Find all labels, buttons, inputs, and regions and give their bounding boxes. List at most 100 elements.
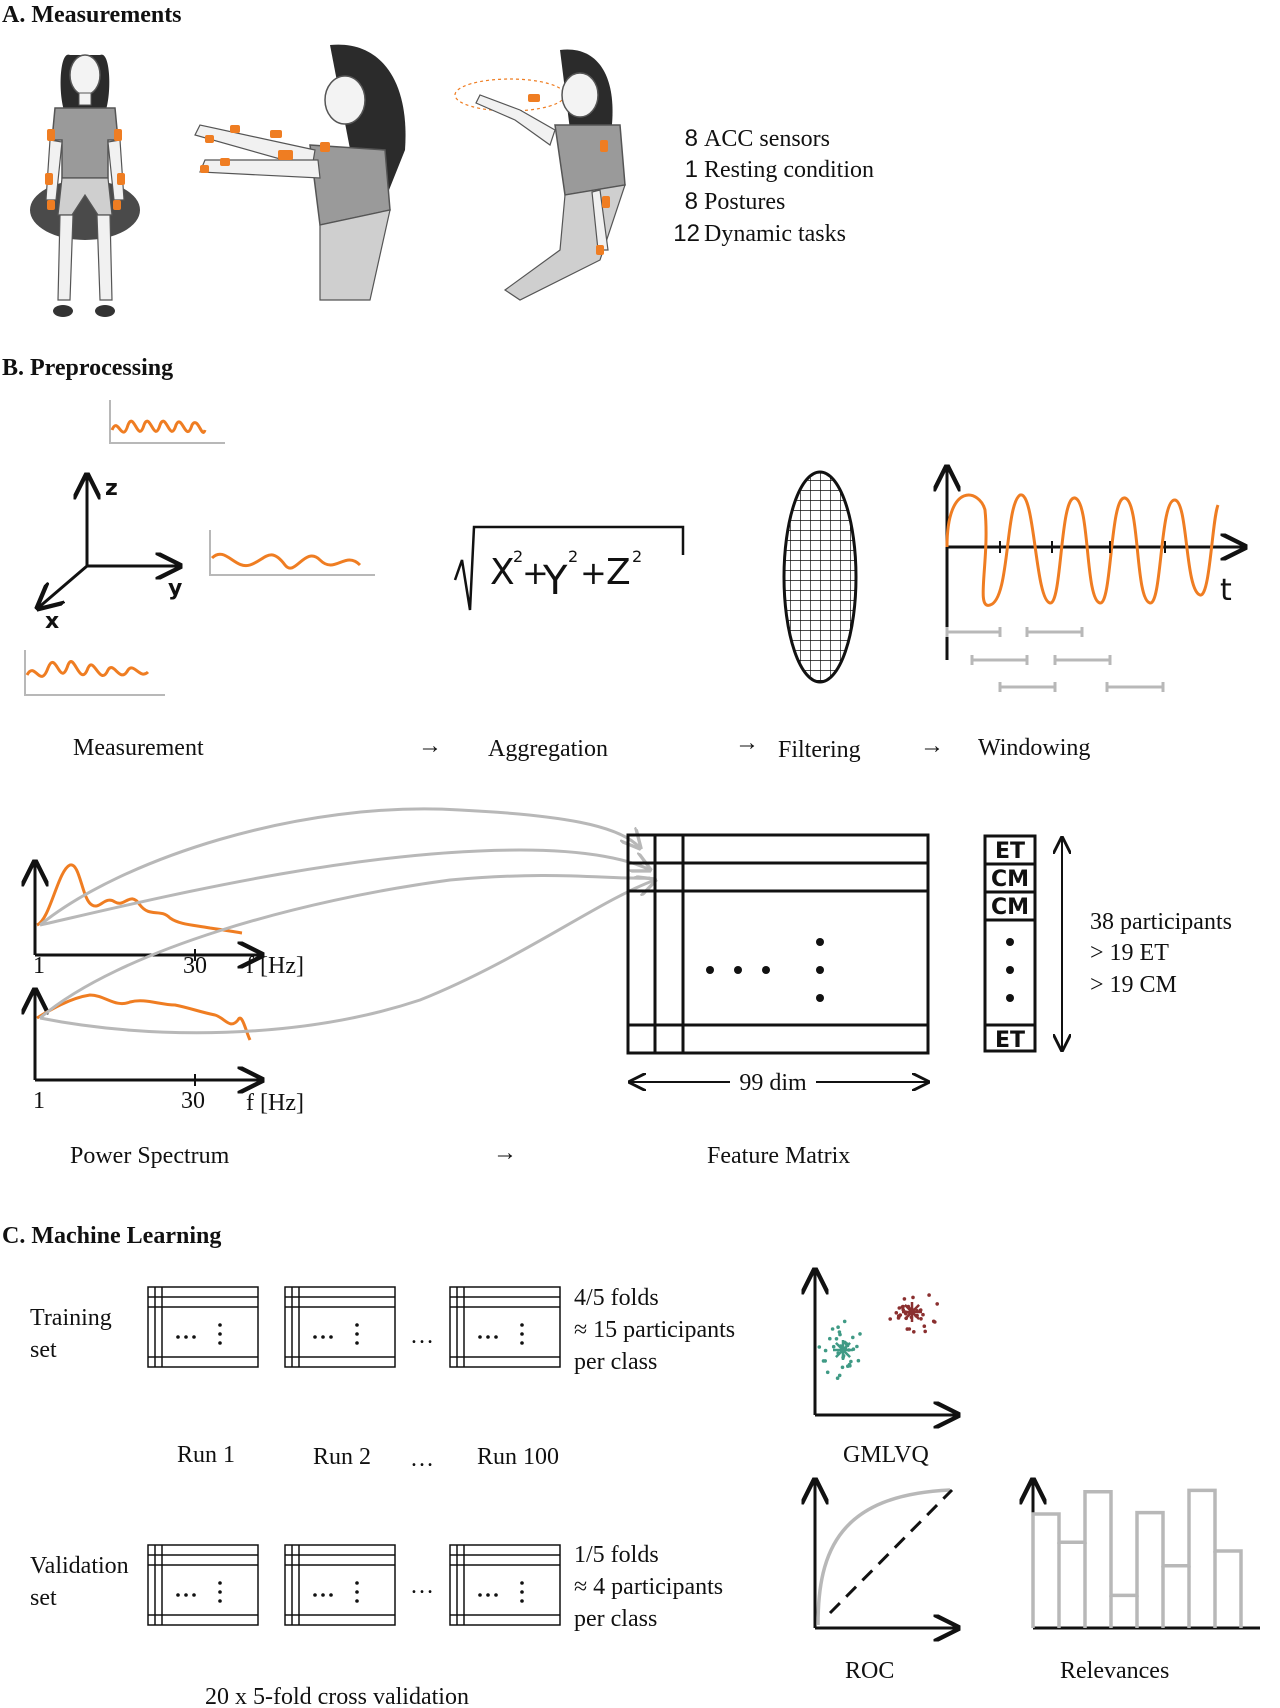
relevance-bars-outline xyxy=(1031,1488,1243,1628)
measurement-counts: 8 ACC sensors 1 Resting condition 8 Post… xyxy=(673,125,874,247)
class-labels-column xyxy=(983,834,1037,1053)
step-arrow-2: → xyxy=(735,730,759,756)
scatter-point-et xyxy=(846,1364,850,1368)
z-signal-mini-plot xyxy=(109,400,225,444)
power-spectrum-caption: Power Spectrum xyxy=(70,1143,230,1169)
count-postures-num: 8 xyxy=(685,188,698,215)
scatter-point-et xyxy=(837,1373,842,1378)
class-label-2: CM xyxy=(991,867,1029,892)
scatter-point-cm xyxy=(902,1297,907,1301)
scatter-point-et xyxy=(835,1376,840,1380)
aggregation-formula: X 2 + Y 2 + Z 2 xyxy=(453,525,685,611)
axis-y-label: y xyxy=(168,576,182,601)
formula-plus1: + xyxy=(522,554,549,592)
training-matrices xyxy=(147,1286,561,1368)
section-c-heading: C. Machine Learning xyxy=(2,1223,221,1249)
training-ellipsis: … xyxy=(410,1323,434,1349)
scatter-point-cm xyxy=(922,1324,927,1328)
run-label-ellipsis: … xyxy=(410,1446,434,1472)
formula-x-sup: 2 xyxy=(513,547,523,566)
training-matrix-2 xyxy=(284,1286,396,1368)
scatter-point-cm xyxy=(927,1293,931,1297)
scatter-point-et xyxy=(858,1332,862,1336)
scatter-point-cm xyxy=(907,1327,912,1331)
spectrum1-tick-1: 1 xyxy=(33,953,45,979)
formula-y: Y xyxy=(542,558,568,604)
feature-matrix-caption: Feature Matrix xyxy=(707,1143,850,1169)
axis-x-label: x xyxy=(45,609,59,634)
step-arrow-1: → xyxy=(418,733,442,759)
validation-info-line1: 1/5 folds xyxy=(574,1542,659,1568)
person-arms-extended-illustration xyxy=(194,44,406,301)
power-spectrum-plot-2 xyxy=(35,990,262,1086)
scatter-point-cm xyxy=(921,1312,925,1317)
scatter-point-cm xyxy=(911,1295,915,1300)
scatter-point-cm xyxy=(933,1320,937,1324)
training-label-line1: Training xyxy=(30,1305,112,1331)
validation-label-line2: set xyxy=(30,1585,57,1611)
formula-z: Z xyxy=(606,552,631,593)
spectrum-to-matrix-connectors xyxy=(39,807,655,1035)
scatter-point-cm xyxy=(901,1308,905,1312)
scatter-point-et xyxy=(834,1337,839,1341)
axis-z-label: z xyxy=(105,476,118,501)
dim-label-bg xyxy=(730,1068,816,1094)
run-label-2: Run 2 xyxy=(313,1444,371,1470)
gmlvq-scatter-plot xyxy=(815,1270,958,1415)
scatter-point-et xyxy=(851,1335,855,1340)
matrix-dim-label: 99 dim xyxy=(739,1070,807,1096)
relevances-bar-chart xyxy=(1031,1480,1260,1630)
scatter-point-cm xyxy=(897,1306,902,1310)
scatter-point-cm xyxy=(919,1317,923,1321)
scatter-point-cm xyxy=(912,1330,916,1334)
validation-ellipsis: … xyxy=(410,1573,434,1599)
class-label-3: CM xyxy=(991,895,1029,920)
count-dynamic-num: 12 xyxy=(673,220,700,247)
section-b-heading: B. Preprocessing xyxy=(2,355,173,381)
formula-z-sup: 2 xyxy=(632,547,642,566)
spectrum2-tick-1: 1 xyxy=(33,1088,45,1114)
scatter-point-et xyxy=(828,1336,832,1341)
run-label-1: Run 1 xyxy=(177,1442,235,1468)
step-measurement-label: Measurement xyxy=(73,735,204,761)
scatter-point-cm xyxy=(923,1329,927,1334)
training-info-line1: 4/5 folds xyxy=(574,1285,659,1311)
roc-caption: ROC xyxy=(845,1658,894,1684)
class-label-4: ET xyxy=(995,1028,1025,1053)
run-label-100: Run 100 xyxy=(477,1444,559,1470)
spectrum1-tick-30: 30 xyxy=(183,953,207,979)
participants-cm: > 19 CM xyxy=(1090,972,1177,998)
filter-mesh-illustration xyxy=(782,470,858,684)
class-label-1: ET xyxy=(995,839,1025,864)
scatter-point-cm xyxy=(901,1304,905,1309)
formula-plus2: + xyxy=(580,554,607,592)
count-resting-label: Resting condition xyxy=(704,157,874,183)
scatter-point-et xyxy=(830,1327,835,1331)
scatter-point-et xyxy=(836,1325,840,1329)
roc-plot xyxy=(815,1480,958,1628)
training-matrix-1 xyxy=(147,1286,259,1368)
participants-total: 38 participants xyxy=(1090,909,1232,935)
gmlvq-caption: GMLVQ xyxy=(843,1442,929,1468)
count-resting-num: 1 xyxy=(685,156,698,183)
prototype-et xyxy=(833,1340,853,1360)
xyz-axes xyxy=(38,475,180,608)
validation-info-line3: per class xyxy=(574,1606,657,1632)
scatter-point-cm xyxy=(898,1313,903,1317)
person-seated-front-illustration xyxy=(30,54,140,317)
participants-et: > 19 ET xyxy=(1090,940,1169,966)
count-acc-num: 8 xyxy=(685,125,698,152)
windowing-plot xyxy=(947,467,1245,692)
training-label-line2: set xyxy=(30,1337,57,1363)
spectrum1-unit: f [Hz] xyxy=(246,953,304,979)
y-signal-mini-plot xyxy=(209,530,375,576)
scatter-point-et xyxy=(838,1332,842,1337)
step-aggregation-label: Aggregation xyxy=(488,736,608,762)
scatter-point-et xyxy=(825,1370,830,1375)
time-axis-label: t xyxy=(1220,573,1232,608)
validation-matrix-3 xyxy=(449,1544,561,1626)
scatter-point-et xyxy=(817,1345,822,1349)
scatter-point-et xyxy=(823,1359,827,1363)
training-info-line3: per class xyxy=(574,1349,657,1375)
